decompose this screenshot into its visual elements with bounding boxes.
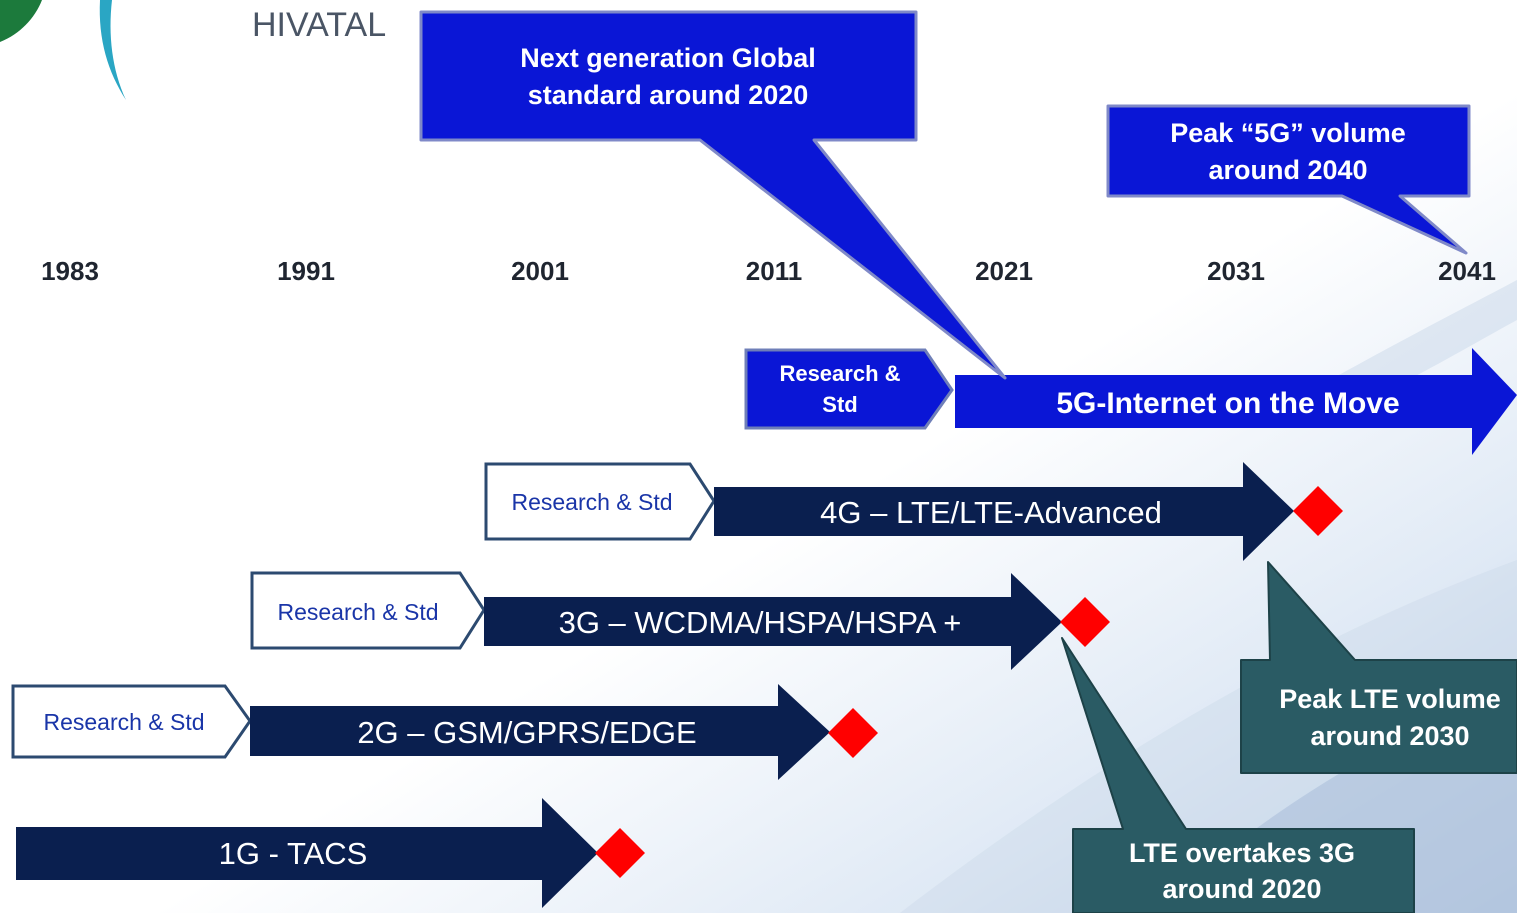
4g-research-label: Research & Std (511, 489, 672, 515)
year-label: 2021 (975, 256, 1033, 286)
year-label: 2011 (746, 256, 802, 286)
3g-research-box (250, 571, 486, 650)
callout-next-generation-line-1: Next generation Global (520, 43, 816, 73)
generation-3g: Research & Std 3G – WCDMA/HSPA/HSPA + (250, 571, 1110, 670)
callout-lte-overtakes: LTE overtakes 3G around 2020 (1061, 637, 1415, 913)
generation-2g: Research & Std 2G – GSM/GPRS/EDGE (11, 684, 878, 780)
logo-green-shape (0, 0, 42, 42)
background-swoosh (900, 560, 1517, 913)
3g-arrow (484, 573, 1062, 670)
4g-end-marker (1293, 486, 1343, 536)
generation-1g: 1G - TACS (16, 798, 645, 908)
4g-arrow (714, 462, 1294, 561)
3g-label: 3G – WCDMA/HSPA/HSPA + (559, 605, 962, 640)
5g-research-label-line-1: Research & (779, 361, 900, 386)
callout-lte-overtakes-box (1061, 637, 1415, 913)
generation-5g: Research & Std 5G-Internet on the Move (744, 348, 1517, 455)
callout-peak-5g-line-2: around 2040 (1208, 155, 1367, 185)
2g-end-marker (828, 708, 878, 758)
logo (0, 0, 126, 100)
callout-peak-lte-line-1: Peak LTE volume (1279, 684, 1501, 714)
callout-next-generation-line-2: standard around 2020 (528, 80, 809, 110)
year-axis: 1983 1991 2001 2011 2021 2031 2041 (41, 256, 1496, 286)
year-label: 2031 (1207, 256, 1265, 286)
generation-4g: Research & Std 4G – LTE/LTE-Advanced (484, 462, 1343, 561)
year-label: 1983 (41, 256, 99, 286)
year-label: 1991 (277, 256, 335, 286)
callout-peak-lte: Peak LTE volume around 2030 (1240, 561, 1517, 774)
1g-label: 1G - TACS (219, 836, 368, 871)
1g-arrow (16, 798, 598, 908)
3g-end-marker (1060, 597, 1110, 647)
callout-peak-5g: Peak “5G” volume around 2040 (1106, 104, 1471, 255)
4g-research-box (484, 462, 716, 541)
logo-teal-swoosh (99, 0, 126, 100)
callout-next-generation: Next generation Global standard around 2… (419, 10, 1007, 380)
3g-research-label: Research & Std (277, 599, 438, 625)
2g-arrow (250, 684, 830, 780)
callout-lte-overtakes-line-1: LTE overtakes 3G (1129, 838, 1355, 868)
2g-label: 2G – GSM/GPRS/EDGE (357, 715, 696, 750)
year-label: 2001 (511, 256, 569, 286)
org-name: HIVATAL (252, 6, 386, 44)
1g-end-marker (595, 828, 645, 878)
4g-label: 4G – LTE/LTE-Advanced (820, 495, 1162, 530)
callout-next-generation-box (419, 10, 1007, 380)
callout-peak-5g-line-1: Peak “5G” volume (1170, 118, 1406, 148)
5g-arrow (955, 348, 1517, 455)
5g-research-box (744, 348, 954, 430)
callout-peak-lte-box (1240, 561, 1517, 774)
callout-peak-lte-line-2: around 2030 (1310, 721, 1469, 751)
2g-research-box (11, 684, 252, 759)
5g-label: 5G-Internet on the Move (1056, 387, 1399, 420)
callout-lte-overtakes-line-2: around 2020 (1162, 874, 1321, 904)
year-label: 2041 (1438, 256, 1496, 286)
2g-research-label: Research & Std (43, 709, 204, 735)
callout-peak-5g-box (1106, 104, 1471, 255)
5g-research-label-line-2: Std (822, 392, 857, 417)
